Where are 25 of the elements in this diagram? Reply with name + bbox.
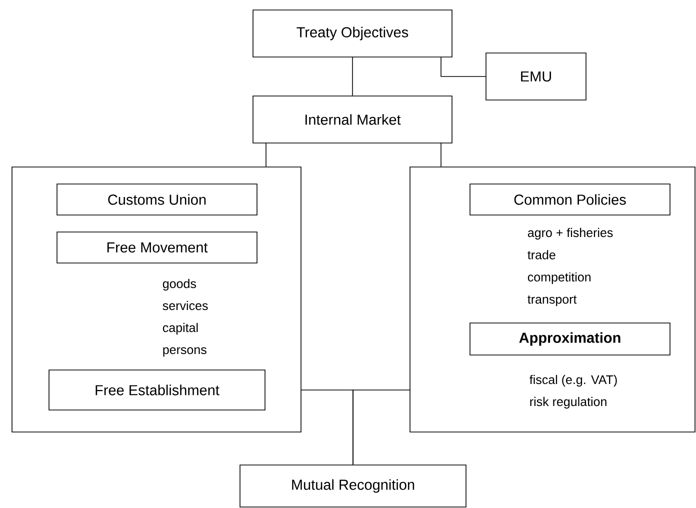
connector-line [440, 142, 442, 167]
connector-line [352, 390, 410, 465]
list-item: persons [163, 347, 206, 357]
list-item: services [162, 300, 208, 310]
group-box [12, 166, 302, 432]
list-item: goods [162, 278, 196, 291]
list-item: fiscal (e.g. VAT) [530, 374, 617, 387]
connector-line [352, 56, 353, 96]
list-item: trade [528, 250, 556, 260]
process-box: Treaty Objectives [252, 10, 452, 58]
process-box: Common Policies [470, 184, 670, 216]
process-box: Free Movement [56, 232, 258, 264]
process-box: Approximation [470, 322, 670, 356]
process-box: Mutual Recognition [240, 464, 466, 508]
group-box [410, 166, 696, 432]
list-item: transport [528, 296, 577, 306]
list-item: agro + fisheries [528, 228, 613, 240]
connector-line [440, 56, 486, 77]
list-item: capital [162, 322, 198, 335]
process-box: Customs Union [56, 184, 258, 216]
list-item: risk regulation [530, 396, 606, 409]
process-box: Internal Market [252, 96, 452, 144]
process-box: EMU [486, 52, 586, 100]
process-box: Free Establishment [48, 370, 266, 410]
list-item: competition [528, 272, 590, 284]
